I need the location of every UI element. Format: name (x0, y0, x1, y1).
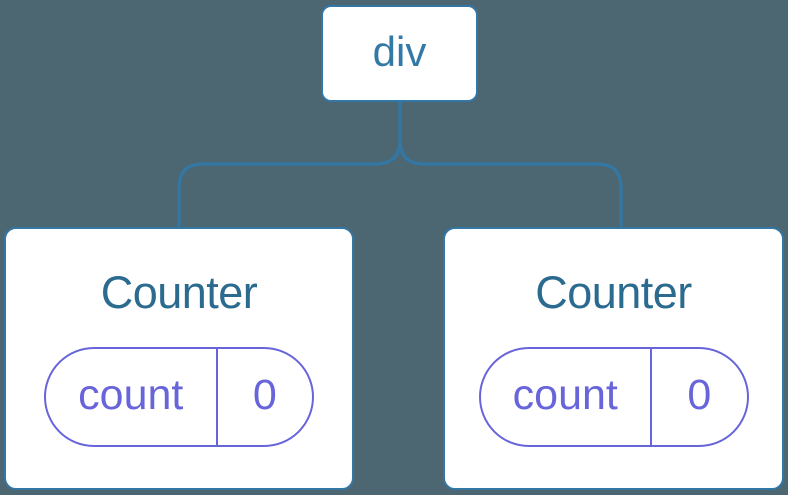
state-name-cell: count (46, 349, 218, 445)
component-title: Counter (535, 267, 692, 318)
state-name-cell: count (481, 349, 653, 445)
state-value-label: 0 (252, 370, 277, 419)
state-pill: count 0 (44, 347, 314, 447)
state-value-label: 0 (687, 370, 712, 419)
state-name-label: count (78, 370, 184, 419)
connector-left-branch (177, 100, 402, 228)
root-node-label: div (372, 27, 427, 75)
state-value-cell: 0 (218, 349, 312, 445)
counter-node-left: Counter count 0 (4, 227, 354, 490)
state-pill: count 0 (478, 347, 749, 447)
state-value-cell: 0 (652, 349, 746, 445)
state-name-label: count (512, 370, 618, 419)
root-node-div: div (321, 5, 478, 102)
counter-node-right: Counter count 0 (443, 227, 784, 490)
connector-right-branch (398, 100, 623, 228)
component-title: Counter (100, 267, 258, 318)
